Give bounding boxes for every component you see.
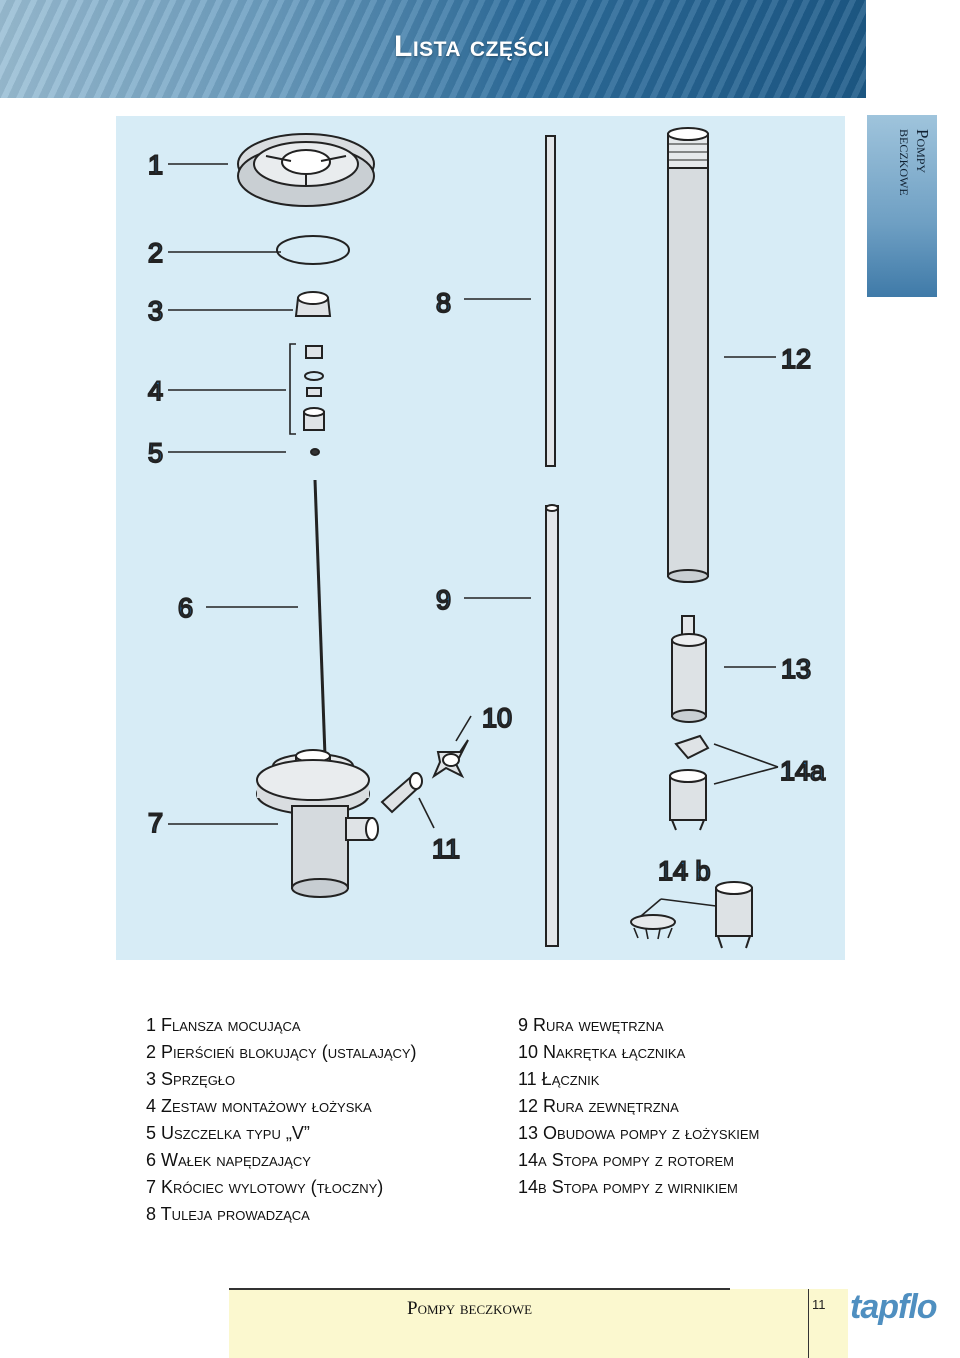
section-tab-line1: Pompy <box>913 129 932 174</box>
callout-3: 3 <box>148 296 163 326</box>
section-tab-line2: beczkowe <box>896 129 915 196</box>
callout-14b: 14 b <box>658 856 711 886</box>
parts-drawing: 1 2 3 4 5 6 7 8 9 10 11 12 13 14a 14 b <box>147 127 827 949</box>
side-strip <box>866 0 960 115</box>
footer-band <box>229 1289 848 1358</box>
callout-5: 5 <box>148 438 163 468</box>
outlet-drawing <box>256 749 379 898</box>
leader-lines <box>168 163 779 917</box>
guide-sleeve-drawing <box>545 135 556 467</box>
part-item: 1 Flansza mocująca <box>146 1015 301 1035</box>
pump-foot-impeller-drawing <box>630 881 753 949</box>
inner-tube-drawing <box>545 504 559 947</box>
v-seal-drawing <box>310 448 320 456</box>
outer-tube-drawing <box>667 127 709 583</box>
callout-8: 8 <box>436 288 451 318</box>
page-title: Lista części <box>394 30 550 63</box>
callout-6: 6 <box>178 593 193 623</box>
bearing-set-drawing <box>289 343 325 435</box>
parts-list-left: 1 Flansza mocująca 2 Pierścień blokujący… <box>146 1012 506 1228</box>
callout-10: 10 <box>482 703 512 733</box>
part-item: 2 Pierścień blokujący (ustalający) <box>146 1042 417 1062</box>
drive-shaft-drawing <box>313 479 327 757</box>
part-item: 6 Wałek napędzający <box>146 1150 311 1170</box>
locking-ring-drawing <box>276 235 350 265</box>
callout-1: 1 <box>148 150 163 180</box>
page-number-box <box>808 1289 848 1358</box>
footer-title: Pompy beczkowe <box>407 1298 533 1319</box>
callout-12: 12 <box>781 344 811 374</box>
part-item: 9 Rura wewętrzna <box>518 1015 664 1035</box>
callout-11: 11 <box>432 834 460 864</box>
tapflo-logo: tapflo <box>850 1288 938 1326</box>
pump-foot-rotor-drawing <box>669 734 710 831</box>
section-tab: Pompy beczkowe <box>867 115 937 297</box>
callout-7: 7 <box>148 808 163 838</box>
part-item: 10 Nakrętka łącznika <box>518 1042 686 1062</box>
part-item: 8 Tuleja prowadząca <box>146 1204 310 1224</box>
callout-13: 13 <box>781 654 811 684</box>
part-item: 13 Obudowa pompy z łożyskiem <box>518 1123 760 1143</box>
header-banner: Lista części <box>0 0 866 98</box>
coupling-drawing <box>294 291 332 317</box>
section-tab-label: Pompy beczkowe <box>896 129 932 196</box>
connector-drawing <box>380 772 423 814</box>
part-item: 12 Rura zewnętrzna <box>518 1096 679 1116</box>
connector-nut-drawing <box>431 739 469 779</box>
part-item: 14a Stopa pompy z rotorem <box>518 1150 734 1170</box>
part-item: 5 Uszczelka typu „V” <box>146 1123 310 1143</box>
parts-list-right: 9 Rura wewętrzna 10 Nakrętka łącznika 11… <box>518 1012 848 1201</box>
exploded-parts-diagram: 1 2 3 4 5 6 7 8 9 10 11 12 13 14a 14 b <box>116 116 845 960</box>
callout-14a: 14a <box>780 756 826 786</box>
part-item: 14b Stopa pompy z wirnikiem <box>518 1177 738 1197</box>
part-item: 4 Zestaw montażowy łożyska <box>146 1096 372 1116</box>
part-item: 7 Króciec wylotowy (tłoczny) <box>146 1177 384 1197</box>
footer-rule <box>229 1288 730 1290</box>
pump-housing-drawing <box>671 615 707 723</box>
part-item: 11 Łącznik <box>518 1069 600 1089</box>
callout-2: 2 <box>148 238 163 268</box>
callout-4: 4 <box>148 376 163 406</box>
callout-9: 9 <box>436 585 451 615</box>
page-number: 11 <box>812 1297 826 1312</box>
part-item: 3 Sprzęgło <box>146 1069 236 1089</box>
flange-drawing <box>237 133 375 207</box>
